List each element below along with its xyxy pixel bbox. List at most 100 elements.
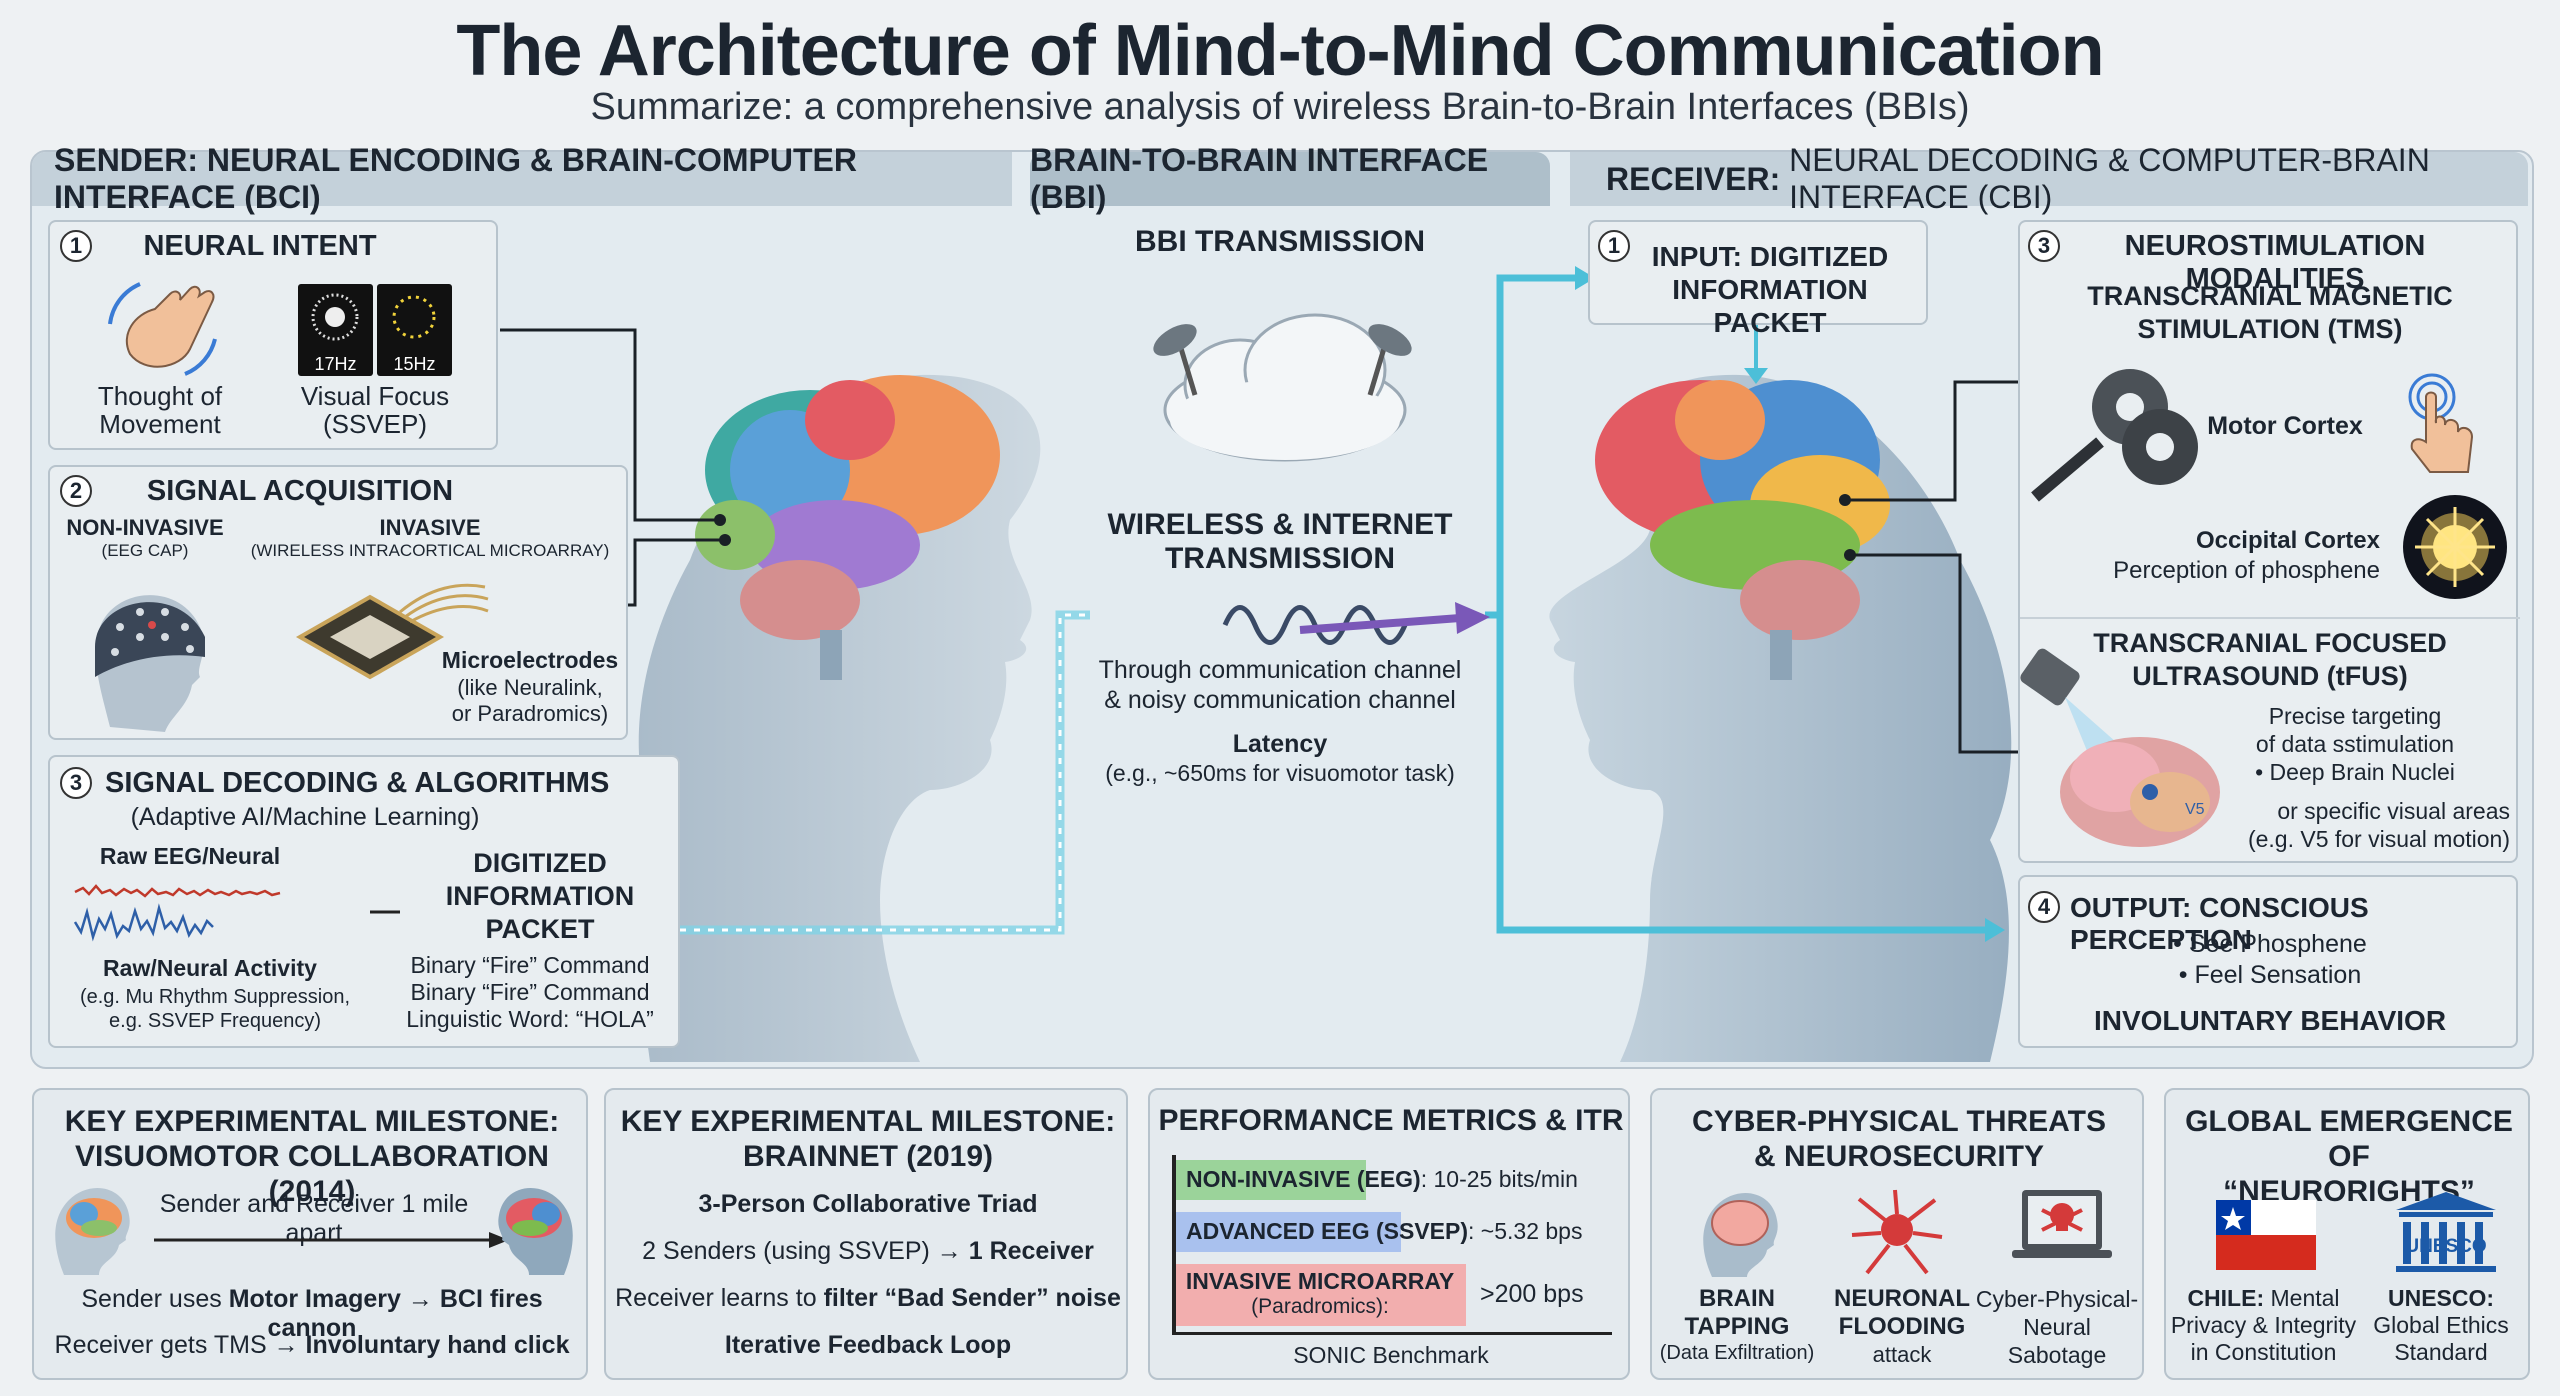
hand-icon (108, 282, 217, 376)
wireless-transmission-label: WIRELESS & INTERNET TRANSMISSION (1107, 508, 1453, 575)
brain-head-icon (1703, 1193, 1778, 1277)
flicker-icon (392, 295, 436, 339)
receiver-header-rest: NEURAL DECODING & COMPUTER-BRAIN INTERFA… (1789, 142, 2430, 215)
pointing-hand-icon (2408, 373, 2474, 473)
senders-bold: 1 Receiver (968, 1237, 1094, 1265)
unesco-logo-text: UNESCO (2405, 1236, 2486, 1257)
chile-flag-icon (2216, 1200, 2316, 1270)
metric-row2-label: ADVANCED EEG (SSVEP) (1186, 1218, 1469, 1244)
thought-label: Thought of Movement (97, 381, 223, 439)
occipital-cortex-label: Occipital Cortex (2195, 527, 2380, 554)
learns-prefix: Receiver learns to (615, 1284, 824, 1312)
brain-tapping-sub: (Data Exfiltration) (1659, 1342, 1815, 1364)
metric-row2-value: : ~5.32 bps (1468, 1218, 1583, 1244)
triad-label: 3-Person Collaborative Triad (698, 1190, 1038, 1218)
bar-noninvasive (1176, 1160, 1366, 1200)
ultrasound-brain-icon: V5 (2020, 648, 2220, 847)
tfus-title: TRANSCRANIAL FOCUSED ULTRASOUND (tFUS) (2093, 628, 2447, 691)
neural-intent-box: 1 NEURAL INTENT Thought of Movement 17Hz… (48, 220, 498, 450)
unesco-label: UNESCO: Global Ethics Standard (2356, 1285, 2526, 1366)
unesco-bold: UNESCO: (2387, 1285, 2495, 1311)
metric-row3-value: >200 bps (1480, 1280, 1584, 1308)
line1-bold: Motor Imagery → BCI fires cannon (228, 1285, 543, 1342)
bar-invasive (1176, 1264, 1466, 1326)
metrics-x-axis (1172, 1332, 1612, 1335)
tfus-targeting: Precise targeting of data sstimulation •… (2255, 703, 2455, 785)
step-number: 3 (60, 767, 92, 799)
microarray-label: (WIRELESS INTRACORTICAL MICROARRAY) (250, 541, 610, 560)
v5-label: V5 (2185, 801, 2205, 818)
invasive-label: INVASIVE (379, 515, 481, 540)
metrics-box: PERFORMANCE METRICS & ITR NON-INVASIVE (… (1148, 1088, 1630, 1380)
milestone-2014-line1: Sender uses Motor Imagery → BCI fires ca… (34, 1285, 590, 1343)
neural-activity-sub: (e.g. Mu Rhythm Suppression, e.g. SSVEP … (79, 986, 351, 1032)
packet-commands: Binary “Fire” Command Binary “Fire” Comm… (406, 952, 654, 1032)
neurorights-box: GLOBAL EMERGENCE OF “NEURORIGHTS” UNESCO… (2164, 1088, 2530, 1380)
receiver-brain (1595, 380, 1890, 680)
neurostimulation-title: NEUROSTIMULATION MODALITIES (2124, 230, 2426, 295)
signal-decoding-title: SIGNAL DECODING & ALGORITHMS (105, 767, 610, 799)
page-title: The Architecture of Mind-to-Mind Communi… (456, 11, 2104, 91)
hz-15-label: 15Hz (393, 354, 436, 374)
learns-line: Receiver learns to filter “Bad Sender” n… (606, 1284, 1130, 1313)
receiver-header-bold: RECEIVER: (1606, 160, 1781, 197)
chile-label: CHILE: Mental Privacy & Integrity in Con… (2166, 1285, 2361, 1366)
tfus-visual-areas: or specific visual areas (e.g. V5 for vi… (2247, 798, 2510, 852)
unesco-temple-icon: UNESCO (2396, 1192, 2496, 1272)
senders-prefix: 2 Senders (using SSVEP) → (642, 1237, 969, 1265)
flicker-icon (311, 293, 359, 341)
metric-row3-label: INVASIVE MICROARRAY (1185, 1268, 1455, 1294)
chile-bold: CHILE: (2187, 1285, 2265, 1311)
step-number: 1 (1598, 230, 1630, 262)
packet-label: DIGITIZED INFORMATION PACKET (445, 848, 635, 944)
signal-acquisition-box: 2 SIGNAL ACQUISITION NON-INVASIVE (EEG C… (48, 465, 628, 740)
bar-advanced-eeg (1176, 1212, 1401, 1252)
hz-17-label: 17Hz (314, 354, 357, 374)
step-number: 3 (2028, 230, 2060, 262)
threats-box: CYBER-PHYSICAL THREATS & NEUROSECURITY B… (1650, 1088, 2144, 1380)
senders-line: 2 Senders (using SSVEP) → 1 Receiver (606, 1237, 1130, 1266)
tms-coil-icon (2031, 369, 2198, 502)
neuronal-flooding-sub: attack (1872, 1342, 1932, 1367)
output-items: • See Phosphene • Feel Sensation (2173, 930, 2367, 989)
metrics-axis (1172, 1155, 1176, 1335)
milestone-2019-box: KEY EXPERIMENTAL MILESTONE: BRAINNET (20… (604, 1088, 1128, 1380)
metric-row1-value: : 10-25 bits/min (1420, 1166, 1578, 1192)
step-number: 4 (2028, 891, 2060, 923)
milestone-2014-title: KEY EXPERIMENTAL MILESTONE: VISUOMOTOR C… (64, 1105, 560, 1208)
sender-head-icon (55, 1188, 130, 1275)
neural-intent-title: NEURAL INTENT (143, 230, 377, 262)
receiver-header: RECEIVER: NEURAL DECODING & COMPUTER-BRA… (1570, 142, 2528, 215)
microarray-chip-icon (295, 583, 489, 680)
eeg-cap-icon (95, 595, 205, 732)
metric-row1: NON-INVASIVE (EEG): 10-25 bits/min (1186, 1166, 1578, 1193)
sabotage-label: Cyber-Physical- Neural Sabotage (1975, 1286, 2139, 1368)
visual-focus-label: Visual Focus (SSVEP) (300, 381, 450, 439)
phosphene-icon (2403, 495, 2507, 599)
line2-prefix: Receiver gets TMS → (54, 1331, 306, 1359)
milestone-2014-line2: Receiver gets TMS → Involuntary hand cli… (34, 1331, 590, 1360)
chile-rest: Mental Privacy & Integrity in Constituti… (2170, 1285, 2357, 1365)
feedback-loop-label: Iterative Feedback Loop (724, 1331, 1012, 1359)
ssvep-square-15hz: 15Hz (377, 284, 452, 376)
channel-label: Through communication channel & noisy co… (1098, 656, 1462, 714)
tms-title: TRANSCRANIAL MAGNETIC STIMULATION (TMS) (2087, 281, 2453, 344)
step-number: 1 (60, 230, 92, 262)
metric-row2: ADVANCED EEG (SSVEP): ~5.32 bps (1186, 1218, 1582, 1245)
line1-prefix: Sender uses (81, 1285, 229, 1313)
signal-acquisition-title: SIGNAL ACQUISITION (146, 475, 454, 507)
ssvep-square-17hz: 17Hz (298, 284, 373, 376)
output-title: OUTPUT: CONSCIOUS PERCEPTION (2070, 892, 2369, 955)
one-mile-apart-label: Sender and Receiver 1 mile apart (159, 1190, 469, 1247)
line2-bold: Involuntary hand click (305, 1331, 570, 1359)
receiver-head-icon (498, 1188, 573, 1275)
microelectrodes-sub: (like Neuralink, or Paradromics) (451, 675, 609, 726)
unesco-rest: Global Ethics Standard (2373, 1312, 2509, 1365)
raw-eeg-label: Raw EEG/Neural (99, 843, 281, 869)
non-invasive-label: NON-INVASIVE (66, 515, 224, 540)
involuntary-behavior-label: INVOLUNTARY BEHAVIOR (2093, 1005, 2447, 1036)
metrics-title: PERFORMANCE METRICS & ITR (1158, 1104, 1624, 1137)
eeg-waveform-icon (73, 884, 400, 942)
page-subtitle: Summarize: a comprehensive analysis of w… (590, 86, 1970, 128)
